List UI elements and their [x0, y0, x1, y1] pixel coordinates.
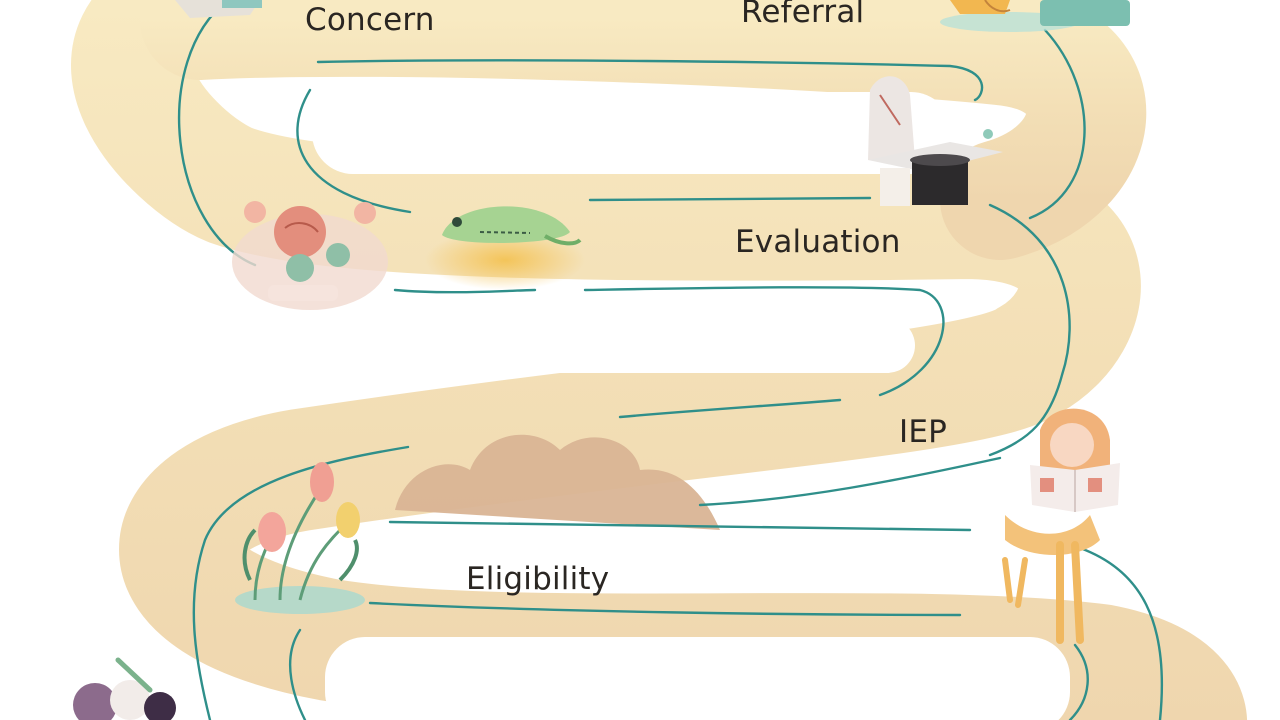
stage-label-concern: Concern [305, 2, 435, 38]
frog-icon [425, 206, 585, 290]
stage-label-evaluation: Evaluation [735, 224, 901, 260]
sleeping-child-icon [232, 201, 388, 310]
grapes-icon [73, 657, 176, 720]
graduation-cap-icon [868, 76, 1003, 206]
stone-tablet-icon [175, 0, 262, 18]
inner-gap-2 [330, 318, 915, 373]
stage-label-referral: Referral [741, 0, 865, 30]
winding-road-top [140, 0, 1147, 260]
hill [395, 434, 720, 530]
path-lines [178, 0, 1164, 720]
stage-label-eligibility: Eligibility [466, 561, 610, 597]
flower-pot-icon [940, 0, 1130, 32]
inner-gap-3 [325, 637, 1070, 720]
inner-gap-1 [312, 92, 952, 174]
reading-child-icon [1002, 408, 1120, 644]
tulip-garden-icon [235, 462, 365, 614]
stage-label-iep: IEP [899, 414, 948, 450]
